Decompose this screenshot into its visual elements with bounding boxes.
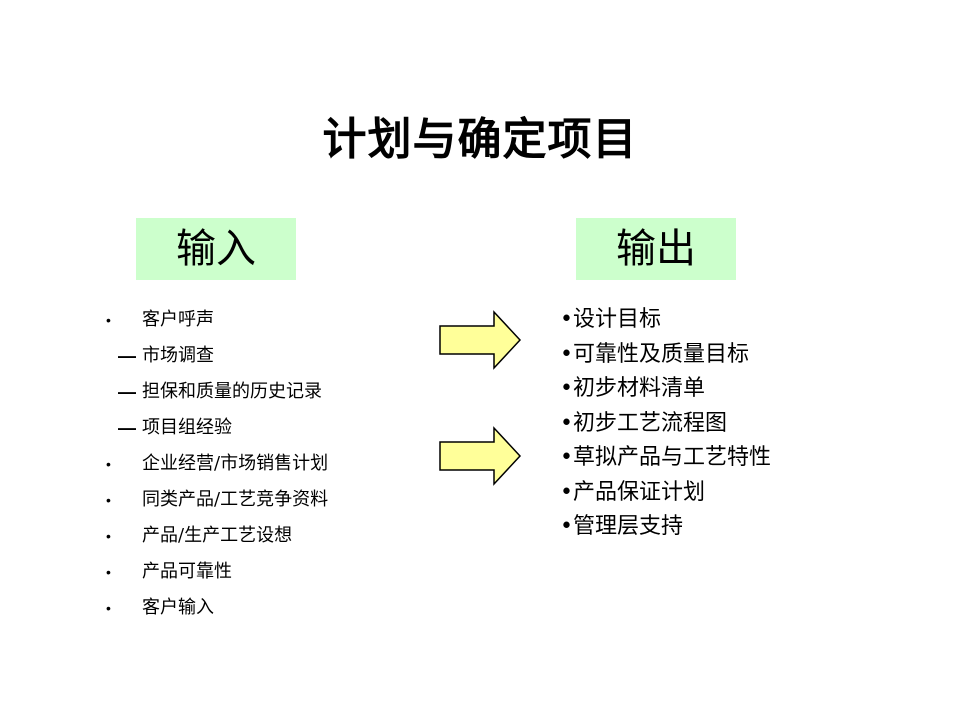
input-item: • 产品可靠性 [100, 554, 460, 590]
output-item: •初步工艺流程图 [560, 410, 727, 436]
output-item: •初步材料清单 [560, 376, 705, 401]
input-item-text: 客户呼声 [142, 309, 214, 330]
input-item: • 产品/生产工艺设想 [100, 518, 460, 554]
input-item: • 同类产品/工艺竞争资料 [100, 482, 460, 518]
input-item: • 企业经营/市场销售计划 [100, 446, 460, 482]
input-header: 输入 [136, 218, 296, 280]
input-item-text: 企业经营/市场销售计划 [142, 453, 329, 474]
output-item: •管理层支持 [560, 514, 683, 539]
right-arrow-icon [439, 310, 522, 370]
output-item: •草拟产品与工艺特性 [560, 445, 771, 470]
bullet-marker: • [106, 312, 111, 328]
arrow-shape [439, 426, 522, 486]
input-subitem-text: 市场调查 [142, 345, 214, 366]
output-item: •可靠性及质量目标 [560, 341, 749, 367]
input-item: • 客户输入 [100, 590, 460, 626]
page-title: 计划与确定项目 [322, 114, 638, 165]
input-subitem: — 市场调查 [100, 338, 460, 374]
input-item: • 客户呼声 [100, 302, 460, 338]
input-header-label: 输入 [176, 226, 256, 272]
input-item-text: 同类产品/工艺竞争资料 [142, 489, 329, 510]
bullet-marker: • [106, 456, 111, 472]
output-list: •设计目标 •可靠性及质量目标 •初步材料清单 •初步工艺流程图 •草拟产品与工… [560, 303, 940, 545]
input-subitem: — 项目组经验 [100, 410, 460, 446]
input-subitem-text: 项目组经验 [142, 417, 232, 438]
input-subitem: — 担保和质量的历史记录 [100, 374, 460, 410]
output-item: •产品保证计划 [560, 479, 705, 505]
output-header: 输出 [576, 218, 736, 280]
input-item-text: 客户输入 [142, 597, 214, 618]
dash-marker: — [118, 346, 136, 366]
input-subitem-text: 担保和质量的历史记录 [142, 381, 322, 402]
input-list: • 客户呼声 — 市场调查 — 担保和质量的历史记录 — 项目组经验 • 企业经… [100, 302, 460, 626]
input-item-text: 产品可靠性 [142, 561, 232, 582]
bullet-marker: • [106, 564, 111, 580]
dash-marker: — [118, 382, 136, 402]
input-item-text: 产品/生产工艺设想 [142, 525, 293, 546]
dash-marker: — [118, 418, 136, 438]
bullet-marker: • [106, 528, 111, 544]
output-header-label: 输出 [616, 226, 696, 272]
bullet-marker: • [106, 492, 111, 508]
bullet-marker: • [106, 600, 111, 616]
output-item: •设计目标 [560, 307, 661, 332]
right-arrow-icon [439, 426, 522, 486]
arrow-shape [439, 310, 522, 370]
